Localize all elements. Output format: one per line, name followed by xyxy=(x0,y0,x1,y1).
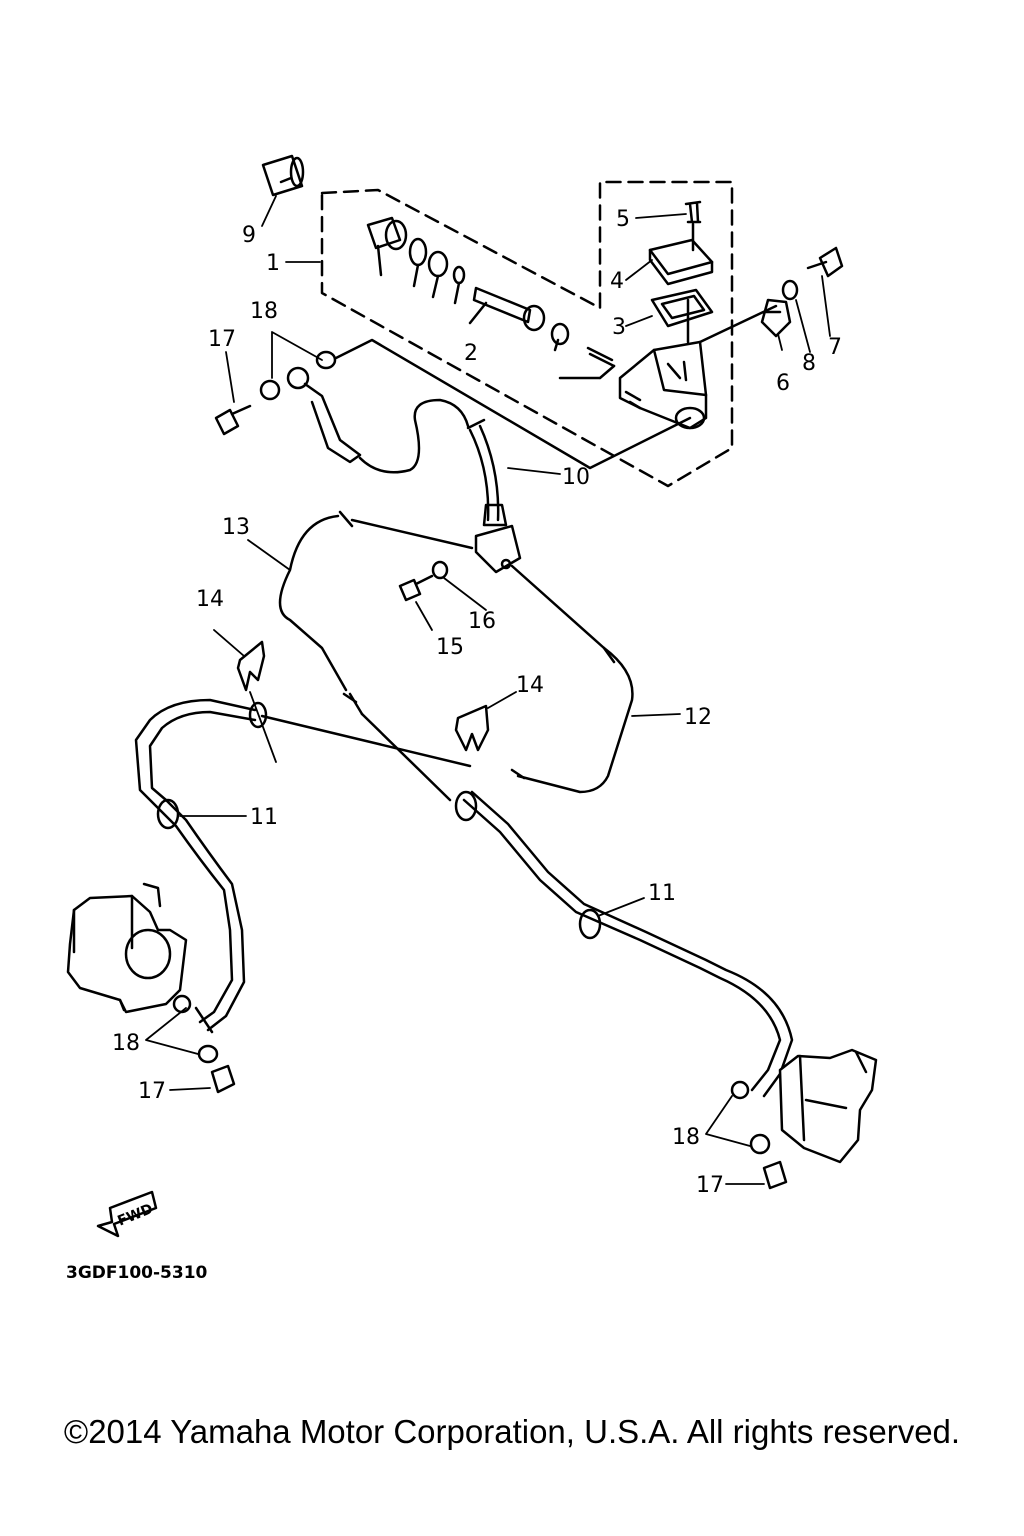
callout-18-upper: 18 xyxy=(250,299,278,324)
part-11-brake-hose-left xyxy=(134,698,268,1034)
part-18-washer-right-2 xyxy=(749,1133,771,1155)
callout-11-left: 11 xyxy=(250,805,278,830)
callout-16: 16 xyxy=(468,609,496,634)
caliper-right xyxy=(778,1048,878,1164)
part-3-diaphragm xyxy=(650,288,714,328)
callout-5: 5 xyxy=(616,207,630,232)
callout-8: 8 xyxy=(802,351,816,376)
part-13-brake-pipe xyxy=(278,510,474,716)
part-16-washer xyxy=(431,560,449,580)
part-11-brake-hose-right xyxy=(454,790,794,1098)
copyright-notice: ©2014 Yamaha Motor Corporation, U.S.A. A… xyxy=(63,1413,961,1450)
callout-11-right: 11 xyxy=(648,881,676,906)
callout-14-right: 14 xyxy=(516,673,544,698)
part-4-reservoir-cap xyxy=(648,238,714,286)
part-6-clamp xyxy=(760,298,792,338)
part-18-washer-upper-1 xyxy=(315,350,337,370)
part-2-piston xyxy=(468,286,616,368)
callout-3: 3 xyxy=(612,315,626,340)
callout-13: 13 xyxy=(222,515,250,540)
part-18-washer-left-2 xyxy=(197,1044,219,1064)
part-8-washer xyxy=(781,279,799,301)
master-cylinder-assembly-outline xyxy=(320,180,734,488)
part-14-clip-right xyxy=(454,704,490,752)
part-5-screw xyxy=(684,200,702,252)
part-1-piston-kit xyxy=(366,216,466,305)
callout-9: 9 xyxy=(242,223,256,248)
part-17-bolt-right xyxy=(762,1160,788,1190)
callout-18-right: 18 xyxy=(672,1125,700,1150)
callout-1: 1 xyxy=(266,251,280,276)
callout-14-left: 14 xyxy=(196,587,224,612)
part-18-washer-left-1 xyxy=(172,994,192,1014)
banjo-fitting-upper xyxy=(286,366,470,474)
part-18-washer-right-1 xyxy=(730,1080,750,1100)
part-14-clip-left xyxy=(236,640,266,692)
part-15-bolt xyxy=(398,574,434,602)
master-cylinder-body xyxy=(618,340,708,430)
fwd-arrow-icon xyxy=(96,1190,158,1238)
part-10-brake-hose xyxy=(466,418,508,527)
hose-joint-block xyxy=(474,524,522,574)
part-17-bolt-left xyxy=(210,1064,236,1094)
diagram-code: 3GDF100-5310 xyxy=(66,1263,208,1283)
callout-15: 15 xyxy=(436,635,464,660)
caliper-left xyxy=(66,882,188,1014)
callout-12: 12 xyxy=(684,705,712,730)
callout-10: 10 xyxy=(562,465,590,490)
callout-17-upper: 17 xyxy=(208,327,236,352)
part-7-bolt xyxy=(806,246,844,278)
part-12-brake-pipe xyxy=(510,564,634,794)
callout-2: 2 xyxy=(464,341,478,366)
callout-4: 4 xyxy=(610,269,624,294)
callout-17-left: 17 xyxy=(138,1079,166,1104)
callout-18-left: 18 xyxy=(112,1031,140,1056)
callout-17-right: 17 xyxy=(696,1173,724,1198)
callout-leaders xyxy=(145,195,831,1185)
part-18-washer-upper-2 xyxy=(259,379,281,401)
part-9-boot xyxy=(261,154,305,197)
callout-7: 7 xyxy=(828,335,842,360)
part-17-bolt-upper xyxy=(214,404,252,436)
callout-6: 6 xyxy=(776,371,790,396)
